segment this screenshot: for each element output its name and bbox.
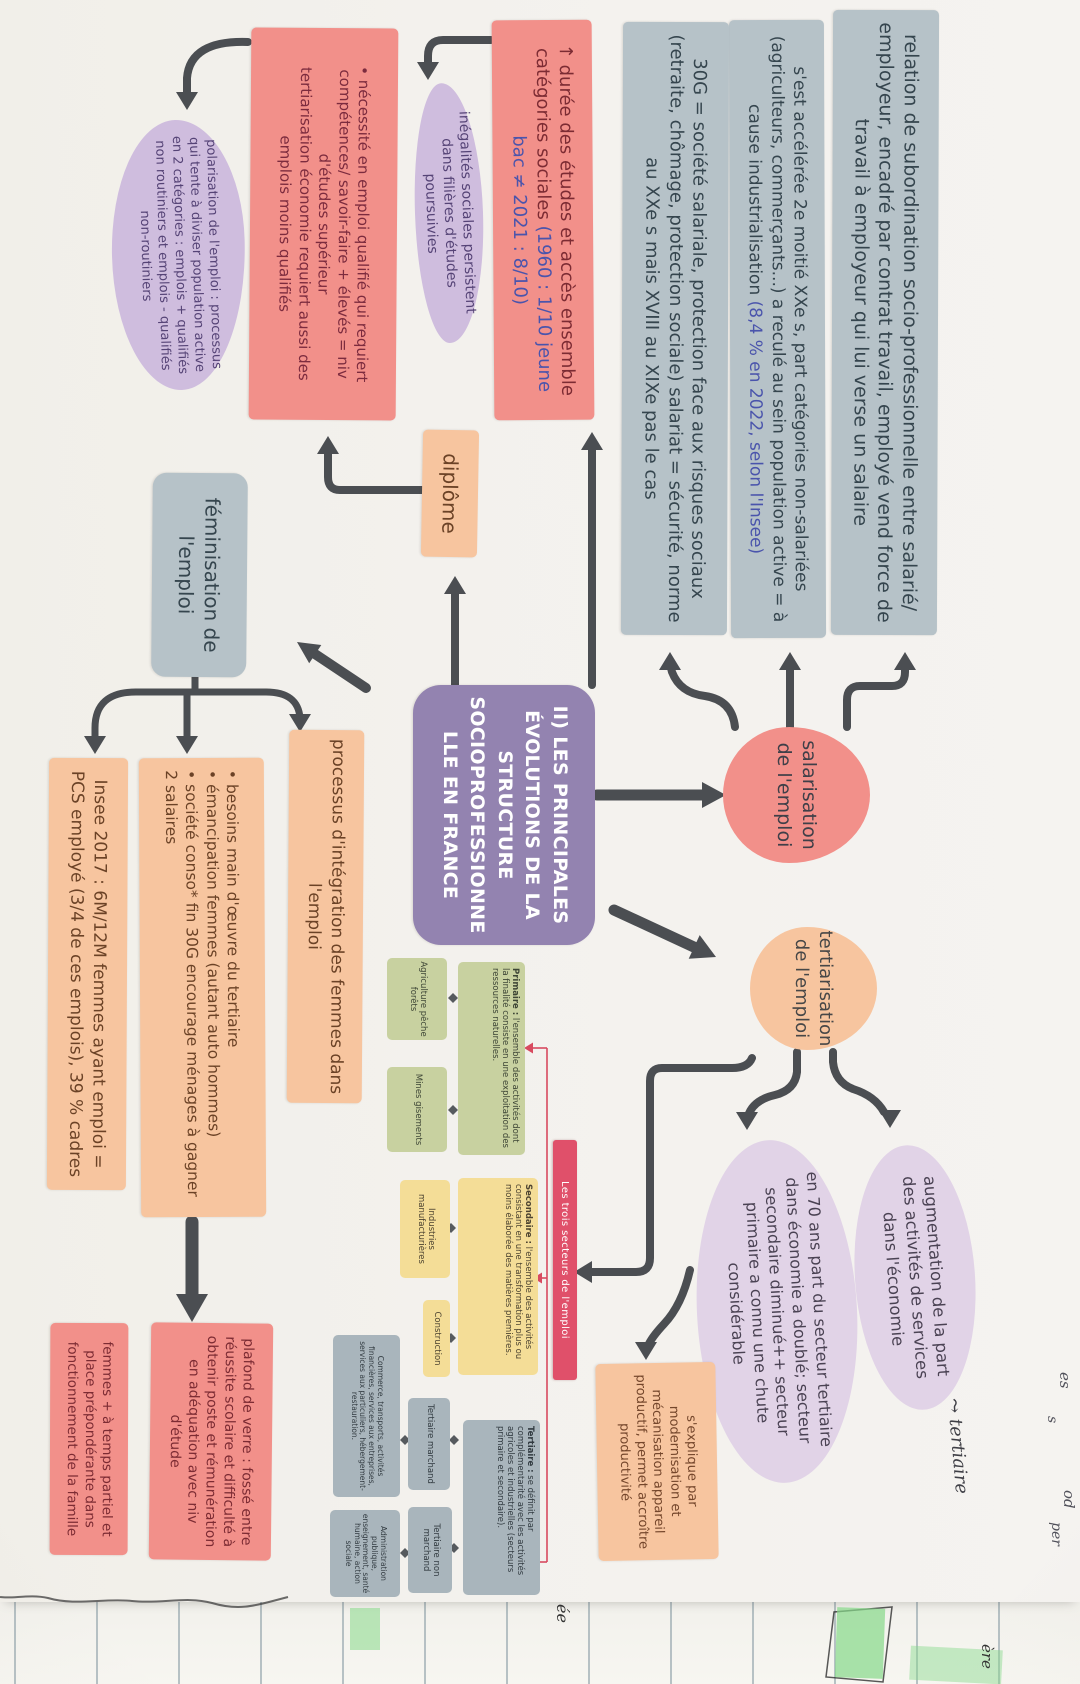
node-tertiarisation-text: tertiarisation de l'emploi [791, 930, 836, 1047]
infographic-tertiaire-desc: Tertiaire : se définit par complémentari… [463, 1420, 540, 1595]
note-besoins: • besoins main d'œuvre du tertiaire • ém… [138, 757, 267, 1218]
green-highlight-1 [834, 1607, 886, 1679]
note-sexplique-text: s'explique par modernisation et mécanisa… [615, 1374, 701, 1550]
note-necessite-line1: • nécessité en emploi qualifié qui requi… [314, 66, 374, 383]
margin-note-1: es [1056, 1372, 1074, 1389]
note-necessite-qualification: • nécessité en emploi qualifié qui requi… [248, 27, 399, 421]
besoins-bullet-2: • émancipation femmes (autant auto homme… [201, 770, 223, 1205]
margin-note-3: od [1060, 1490, 1078, 1509]
item-mines-text: Mines gisements [412, 1073, 423, 1146]
note-insee-2017: Insee 2017 : 6M/12M femmes ayant emploi … [46, 757, 129, 1191]
note-inegalites-text: inégalités sociales persistent dans fili… [421, 110, 479, 315]
item-agriculture-text: Agriculture pêche forêts [408, 961, 428, 1037]
bullet-icon: • [182, 770, 201, 780]
mindmap-title-text: II) LES PRINCIPALES ÉVOLUTIONS DE LA STR… [438, 696, 571, 934]
note-femmes-temps-partiel: femmes + à temps partiel et place prépon… [49, 1322, 129, 1556]
infographic-item-tertiaire-non-marchand: Tertiaire non marchand [408, 1507, 452, 1593]
item-tertiaire-marchand-text: Tertiaire marchand [424, 1404, 435, 1484]
note-relation-subordination: relation de subordination socio-professi… [830, 9, 940, 636]
note-plafond-de-verre: plafond de verre : fossé entre réussite … [148, 1322, 274, 1561]
note-duree-etudes: ↑ durée des études et accès ensemble cat… [491, 19, 595, 421]
note-augmentation-text: augmentation de la part des activités de… [879, 1175, 954, 1380]
note-trente-text: 30G = société salariale, protection face… [640, 34, 711, 623]
note-necessite-line2: tertiarisation économie requiert aussi d… [275, 66, 315, 381]
infographic-item-commerce: Commerce, transports, activités financiè… [333, 1335, 400, 1497]
infographic-title-banner: Les trois secteurs de l'emploi [553, 1140, 577, 1380]
note-relation-text: relation de subordination socio-professi… [848, 22, 923, 623]
item-tertiaire-non-marchand-text: Tertiaire non marchand [421, 1523, 441, 1577]
note-acceleration-ink: (8,4 % en 2022, selon l'Insee) [745, 300, 767, 555]
note-polarisation-text: polarisation de l'emploi : processus qui… [136, 135, 224, 375]
item-administration-text: Administration publique, enseignement, s… [344, 1513, 388, 1594]
secondaire-lead: Secondaire : [523, 1184, 533, 1244]
infographic-link-dots [400, 993, 459, 1558]
infographic-secondaire-desc: Secondaire : l'ensemble des activités co… [458, 1178, 538, 1375]
infographic-item-administration: Administration publique, enseignement, s… [330, 1510, 400, 1597]
margin-note-2: s [1044, 1416, 1060, 1424]
infographic-item-mines: Mines gisements [387, 1067, 447, 1152]
besoins-bullet-2-text: émancipation femmes (autant auto hommes) [202, 783, 223, 1138]
bullet-icon: • [202, 769, 221, 780]
curved-arrow-icon: ⤳ [942, 1397, 966, 1415]
note-plafond-text: plafond de verre : fossé entre réussite … [166, 1335, 257, 1548]
note-duree-text: ↑ durée des études et accès ensemble cat… [507, 30, 580, 410]
margin-note-4: per [1048, 1522, 1064, 1546]
note-acceleration-text: s'est accélérée 2e moitié XXe s, part ca… [743, 30, 811, 628]
note-femmes-text: femmes + à temps partiel et place prépon… [63, 1341, 116, 1537]
infographic-item-tertiaire-marchand: Tertiaire marchand [408, 1398, 450, 1490]
node-feminisation: féminisation de l'emploi [151, 472, 248, 678]
node-feminisation-text: féminisation de l'emploi [174, 497, 226, 653]
note-insee-text: Insee 2017 : 6M/12M femmes ayant emploi … [65, 770, 110, 1178]
note-besoins-list: • besoins main d'œuvre du tertiaire • ém… [161, 770, 244, 1205]
node-diplome-text: diplôme [437, 453, 463, 534]
note-processus-integration: processus d'intégration des femmes dans … [286, 729, 365, 1104]
tertiaire-lead: Tertiaire : [525, 1426, 535, 1473]
node-diplome: diplôme [420, 429, 480, 558]
item-commerce-text: Commerce, transports, activités financiè… [349, 1341, 385, 1491]
besoins-bullet-3: • société conso* fin 30G encourage ménag… [161, 770, 204, 1205]
infographic-item-industries: Industries manufacturières [400, 1180, 450, 1278]
margin-note-6: ère [978, 1644, 996, 1669]
besoins-bullet-3-text: société conso* fin 30G encourage ménages… [162, 770, 203, 1197]
infographic-item-agriculture: Agriculture pêche forêts [387, 958, 447, 1040]
sheet-edge-pen-line [0, 1595, 289, 1608]
bullet-icon: • [222, 769, 241, 780]
note-en70-text: en 70 ans part du secteur tertiaire dans… [724, 1171, 837, 1448]
note-acceleration: s'est accélérée 2e moitié XXe s, part ca… [728, 19, 827, 639]
node-salarisation-text: salarisation de l'emploi [773, 740, 821, 850]
green-highlight-2 [350, 1608, 380, 1650]
note-processus-text: processus d'intégration des femmes dans … [304, 738, 348, 1095]
besoins-bullet-1-text: besoins main d'œuvre du tertiaire [222, 783, 243, 1048]
infographic-title-text: Les trois secteurs de l'emploi [559, 1181, 571, 1339]
infographic-primaire-desc: Primaire : l'ensemble des activités dont… [458, 962, 525, 1155]
infographic-item-construction: Construction [423, 1300, 450, 1377]
note-sexplique-modernisation: s'explique par modernisation et mécanisa… [595, 1361, 719, 1562]
primaire-lead: Primaire : [510, 968, 520, 1016]
item-industries-text: Industries manufacturières [416, 1194, 436, 1264]
margin-note-5: ée [553, 1604, 572, 1623]
besoins-bullet-1: • besoins main d'œuvre du tertiaire [222, 770, 244, 1205]
mindmap-title: II) LES PRINCIPALES ÉVOLUTIONS DE LA STR… [413, 685, 595, 945]
item-construction-text: Construction [432, 1311, 443, 1366]
note-trente-glorieuses: 30G = société salariale, protection face… [620, 21, 730, 636]
